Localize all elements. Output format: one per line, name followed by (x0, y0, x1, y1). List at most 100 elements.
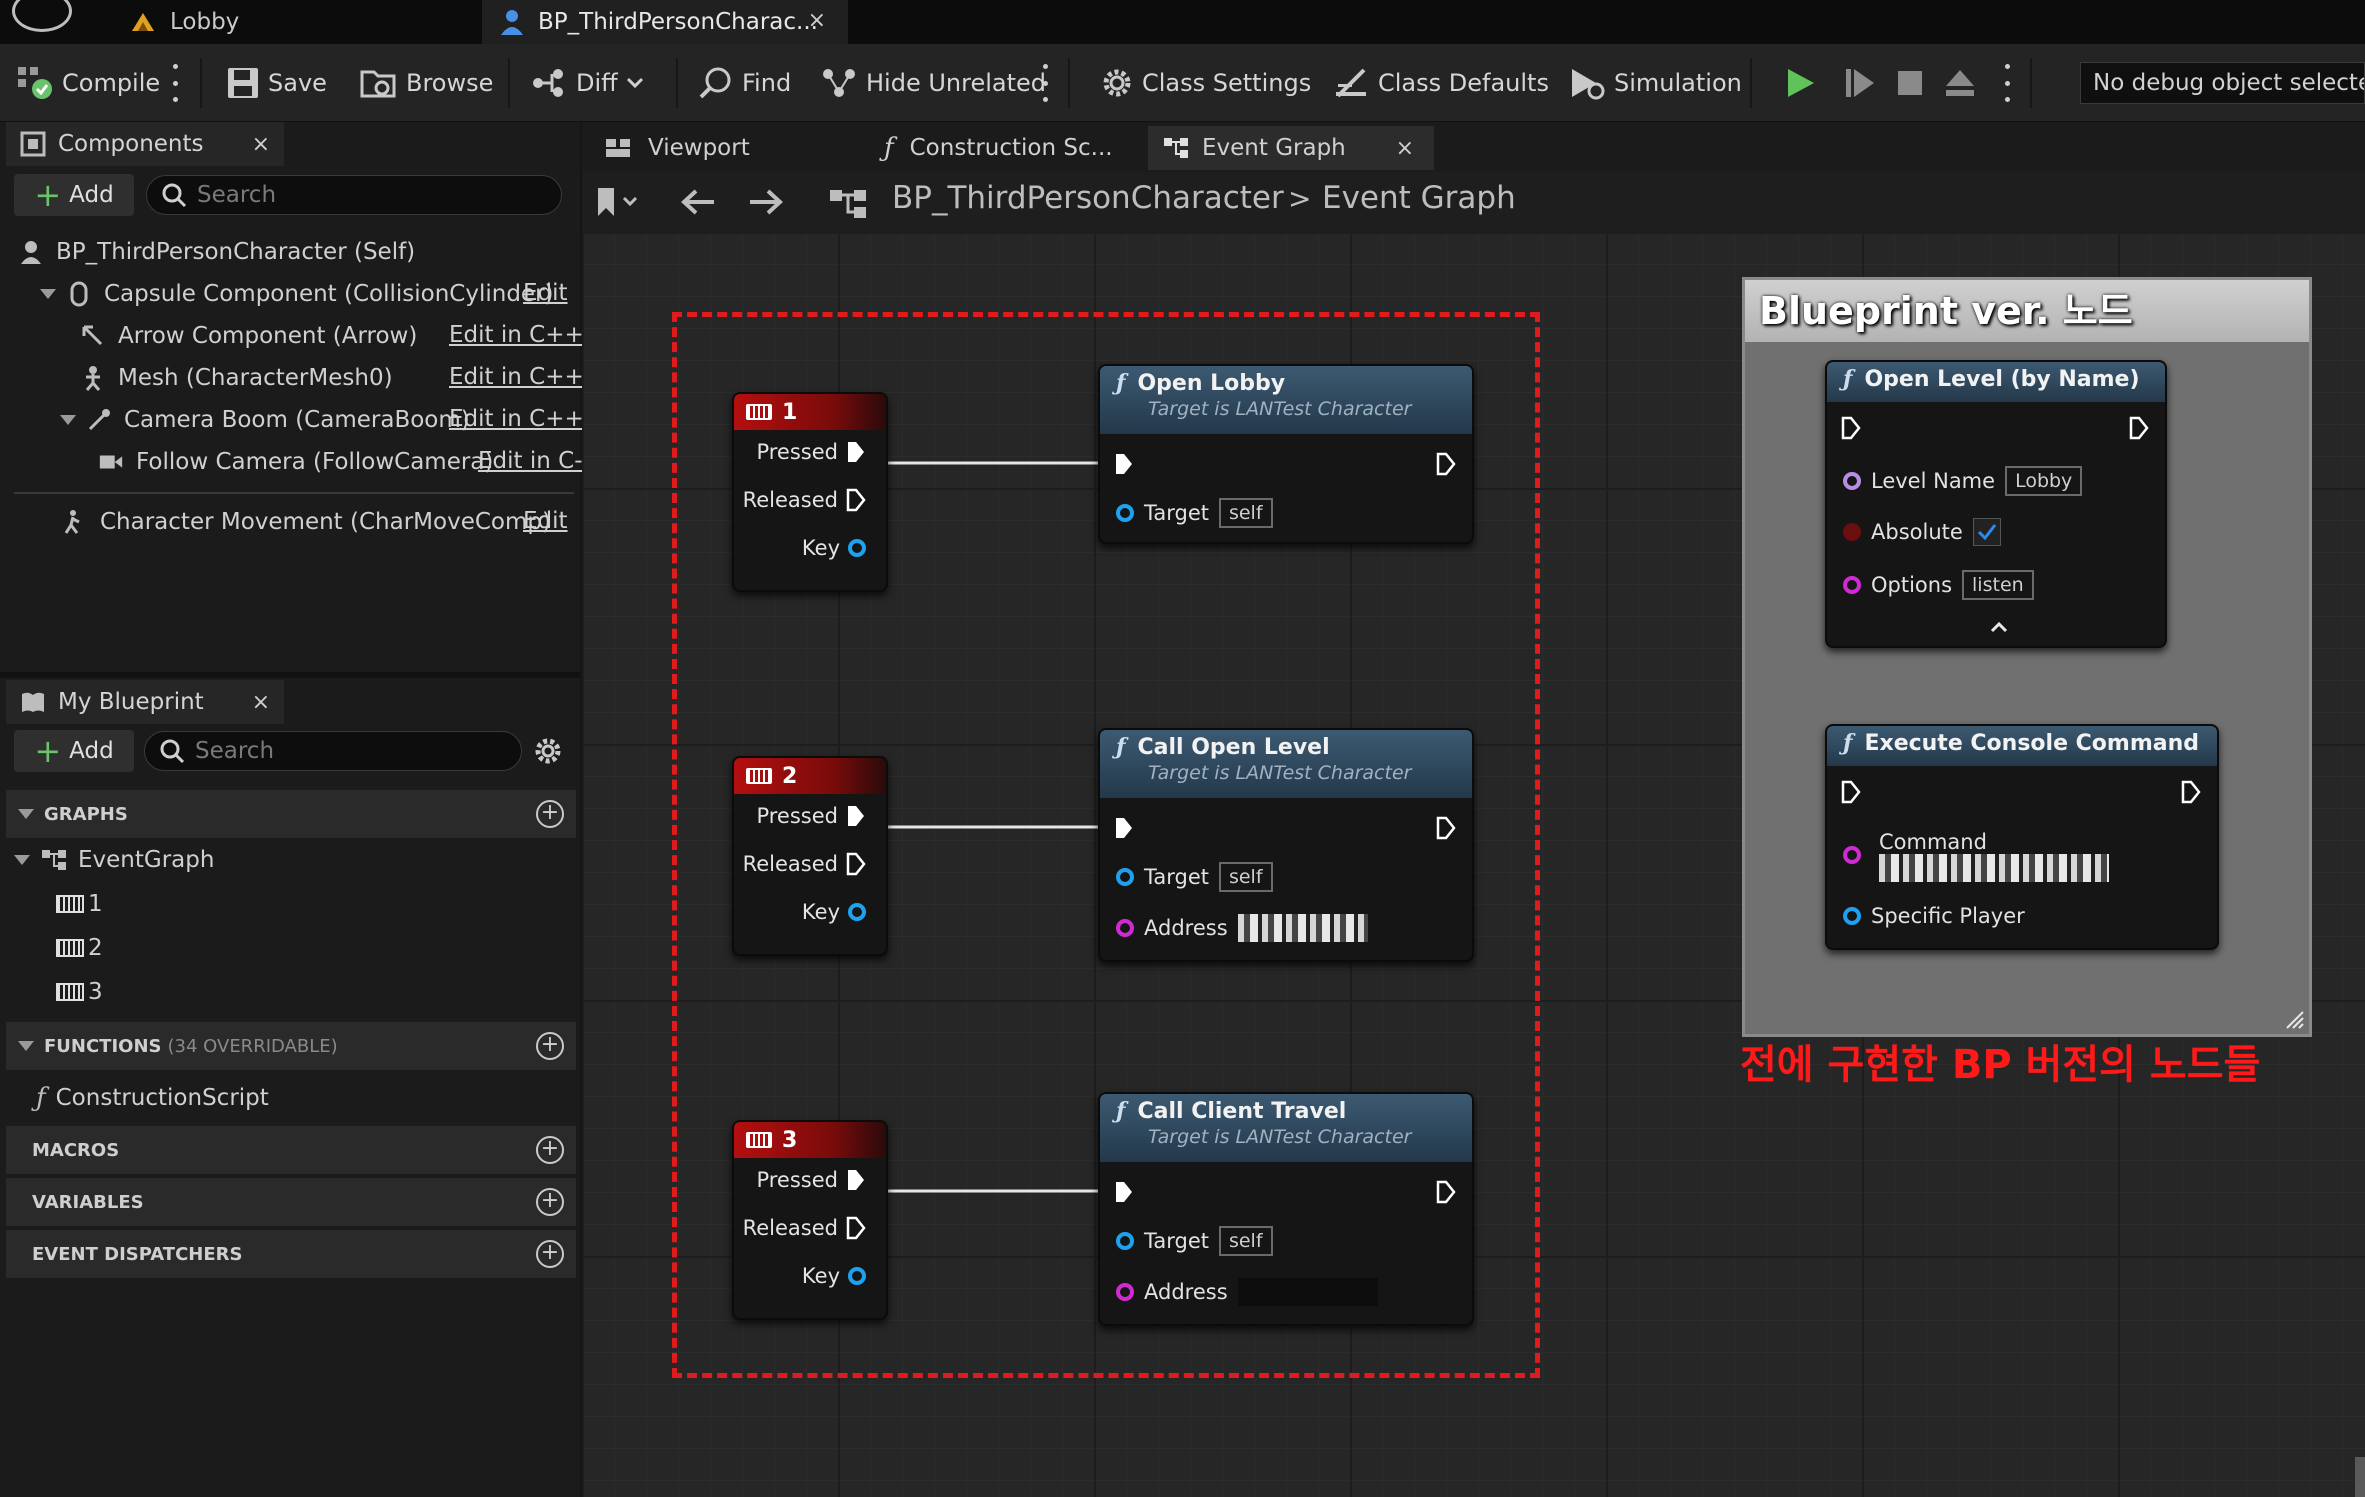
breadcrumb-blueprint[interactable]: BP_ThirdPersonCharacter (892, 180, 1284, 216)
key-event-node-1[interactable]: 1 Pressed Released Key (732, 392, 888, 592)
resize-grip-icon[interactable] (2283, 1008, 2305, 1030)
close-icon[interactable]: × (251, 131, 270, 157)
components-search[interactable] (146, 175, 562, 215)
compile-options-menu[interactable] (172, 64, 178, 102)
pressed-pin[interactable]: Pressed (756, 1168, 866, 1192)
pressed-pin[interactable]: Pressed (756, 440, 866, 464)
component-follow-camera[interactable]: Follow Camera (FollowCamera) (98, 442, 493, 482)
add-member-button[interactable]: +Add (14, 730, 134, 772)
graph-item-1[interactable]: 1 (56, 884, 103, 924)
released-pin[interactable]: Released (743, 488, 866, 512)
address-pin[interactable]: Address (1116, 914, 1368, 942)
key-event-node-2[interactable]: 2 Pressed Released Key (732, 756, 888, 956)
simulation-button[interactable]: Simulation (1568, 44, 1742, 122)
my-blueprint-search[interactable] (144, 731, 522, 771)
redacted-value[interactable] (1237, 1278, 1378, 1306)
address-pin[interactable]: Address (1116, 1278, 1378, 1306)
string-pin-icon[interactable] (1843, 846, 1861, 864)
event-dispatchers-section-header[interactable]: EVENT DISPATCHERS + (6, 1230, 576, 1278)
scrollbar[interactable] (2355, 1457, 2365, 1497)
component-mesh[interactable]: Mesh (CharacterMesh0) (80, 358, 393, 398)
collapse-chevron-icon[interactable] (1989, 620, 2009, 634)
pressed-pin[interactable]: Pressed (756, 804, 866, 828)
browse-button[interactable]: Browse (360, 44, 493, 122)
my-blueprint-search-input[interactable] (195, 738, 415, 764)
class-settings-button[interactable]: Class Settings (1100, 44, 1311, 122)
graph-item-2[interactable]: 2 (56, 928, 103, 968)
exec-out-pin-icon[interactable] (2129, 416, 2149, 440)
redacted-value[interactable] (1879, 854, 2109, 882)
expand-arrow-icon[interactable] (14, 855, 30, 865)
breadcrumb-graph[interactable]: Event Graph (1322, 180, 1516, 216)
event-graph-canvas[interactable]: 1 Pressed Released Key 2 Pressed Release… (582, 232, 2365, 1497)
gear-icon[interactable] (533, 736, 563, 766)
add-graph-button[interactable]: + (536, 800, 564, 828)
construction-script-item[interactable]: ƒ ConstructionScript (36, 1083, 269, 1113)
edit-link[interactable]: Edit (523, 280, 568, 306)
diff-button[interactable]: Diff (530, 44, 652, 122)
released-pin[interactable]: Released (743, 1216, 866, 1240)
hide-unrelated-button[interactable]: Hide Unrelated (820, 44, 1046, 122)
hide-unrelated-options-menu[interactable] (1042, 64, 1048, 102)
doc-tab-lobby[interactable]: Lobby (120, 0, 475, 44)
doc-tab-blueprint[interactable]: BP_ThirdPersonCharac... × (482, 0, 848, 44)
exec-in-pin-icon[interactable] (1114, 816, 1134, 840)
edit-link[interactable]: Edit in C++ (449, 322, 584, 348)
exec-out-pin-icon[interactable] (1436, 452, 1456, 476)
play-button[interactable] (1784, 44, 1826, 122)
key-pin[interactable]: Key (802, 900, 866, 924)
compile-button[interactable]: Compile (16, 44, 160, 122)
add-function-button[interactable]: + (536, 1032, 564, 1060)
forward-arrow-icon[interactable] (748, 188, 784, 216)
components-tab[interactable]: Components × (6, 122, 284, 166)
tab-construction-script[interactable]: ƒ Construction Sc... (884, 133, 1113, 163)
tab-event-graph[interactable]: Event Graph × (1148, 126, 1434, 170)
component-root[interactable]: BP_ThirdPersonCharacter (Self) (18, 232, 415, 272)
close-icon[interactable]: × (1395, 135, 1414, 161)
my-blueprint-tab[interactable]: My Blueprint × (6, 680, 284, 724)
absolute-checkbox[interactable] (1972, 518, 2001, 546)
edit-link[interactable]: Edit in C++ (449, 364, 584, 390)
component-camera-boom[interactable]: Camera Boom (CameraBoom) (60, 400, 470, 440)
stop-button[interactable] (1896, 44, 1932, 122)
expand-arrow-icon[interactable] (40, 289, 56, 299)
key-pin[interactable]: Key (802, 536, 866, 560)
component-character-movement[interactable]: Character Movement (CharMoveComp) (62, 502, 551, 542)
unreal-logo-icon[interactable] (12, 0, 72, 32)
exec-out-pin-icon[interactable] (2181, 780, 2201, 804)
edit-link[interactable]: Edit in C++ (449, 406, 584, 432)
add-macro-button[interactable]: + (536, 1136, 564, 1164)
specific-player-pin[interactable]: Specific Player (1843, 904, 2035, 928)
exec-out-pin-icon[interactable] (1436, 1180, 1456, 1204)
variables-section-header[interactable]: VARIABLES + (6, 1178, 576, 1226)
play-options-menu[interactable] (2004, 64, 2010, 102)
class-defaults-button[interactable]: Class Defaults (1334, 44, 1549, 122)
released-pin[interactable]: Released (743, 852, 866, 876)
debug-object-select[interactable]: No debug object selected (2080, 62, 2365, 104)
edit-link[interactable]: Edit (523, 508, 568, 534)
exec-in-pin-icon[interactable] (1114, 1180, 1134, 1204)
close-icon[interactable]: × (251, 689, 270, 715)
back-arrow-icon[interactable] (680, 188, 716, 216)
frame-skip-button[interactable] (1844, 44, 1884, 122)
graphs-section-header[interactable]: GRAPHS + (6, 790, 576, 838)
exec-in-pin-icon[interactable] (1114, 452, 1134, 476)
key-event-node-3[interactable]: 3 Pressed Released Key (732, 1120, 888, 1320)
redacted-value[interactable] (1237, 914, 1368, 942)
key-pin[interactable]: Key (802, 1264, 866, 1288)
functions-section-header[interactable]: FUNCTIONS (34 OVERRIDABLE) + (6, 1022, 576, 1070)
add-variable-button[interactable]: + (536, 1188, 564, 1216)
event-graph-item[interactable]: EventGraph (14, 840, 214, 880)
comment-title[interactable]: Blueprint ver. 노드 (1745, 280, 2309, 342)
exec-in-pin-icon[interactable] (1841, 780, 1861, 804)
